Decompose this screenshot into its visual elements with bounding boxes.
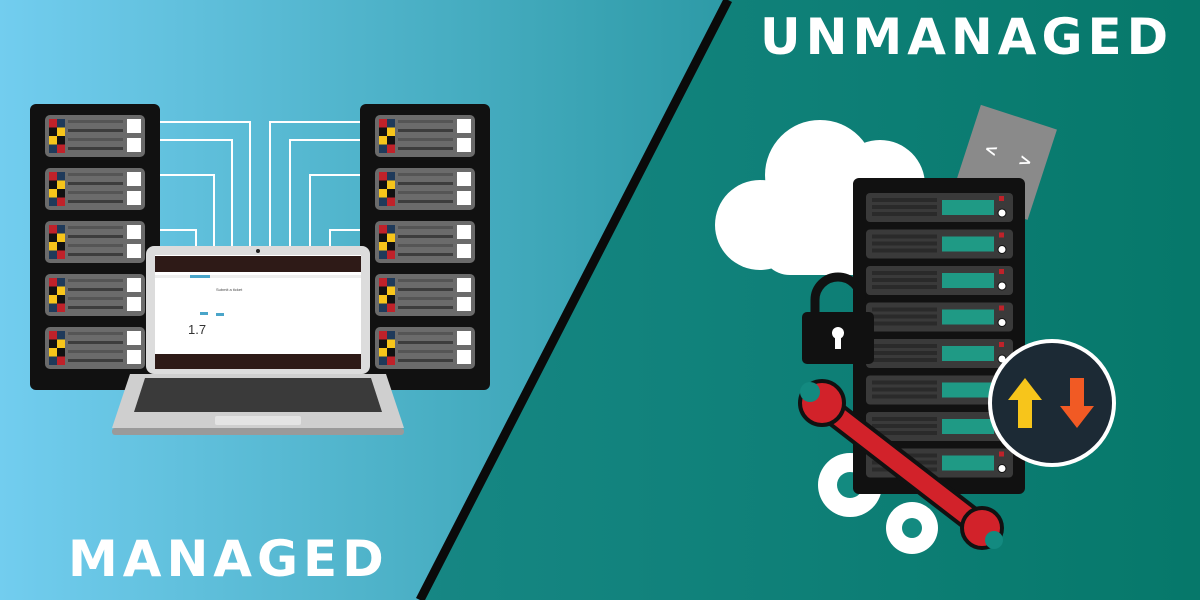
unmanaged-heading: UNMANAGED	[760, 8, 1174, 66]
server-unit	[375, 115, 475, 157]
padlock-icon	[802, 272, 874, 364]
server-unit	[45, 115, 145, 157]
server-unit	[375, 221, 475, 263]
managed-heading: MANAGED	[68, 530, 389, 588]
up-down-arrows-icon	[988, 339, 1116, 467]
server-unit	[866, 193, 1013, 222]
code-glyph-right: >	[1016, 150, 1035, 172]
laptop-screen-heading: Submit a ticket	[216, 287, 243, 292]
server-unit	[866, 302, 1013, 332]
server-rack-icon	[30, 104, 160, 390]
gear-icon	[818, 453, 938, 554]
server-unit	[866, 375, 1013, 405]
network-cables	[160, 121, 360, 250]
server-unit	[866, 339, 1013, 368]
server-unit	[45, 274, 145, 316]
laptop-screen-stat: 1.7	[188, 322, 207, 337]
server-unit	[45, 168, 145, 210]
server-unit	[375, 168, 475, 210]
server-unit	[375, 274, 475, 316]
server-unit	[866, 229, 1013, 259]
server-unit	[45, 327, 145, 369]
server-unit	[45, 221, 145, 263]
code-glyph-left: <	[982, 139, 1001, 161]
server-unit	[866, 412, 1013, 441]
laptop-icon	[112, 246, 404, 435]
divider-line	[415, 0, 733, 600]
server-rack-icon	[360, 104, 490, 390]
server-unit	[375, 327, 475, 369]
server-unit	[866, 266, 1013, 295]
wrench-icon	[798, 379, 1004, 550]
server-rack-icon	[853, 178, 1025, 494]
